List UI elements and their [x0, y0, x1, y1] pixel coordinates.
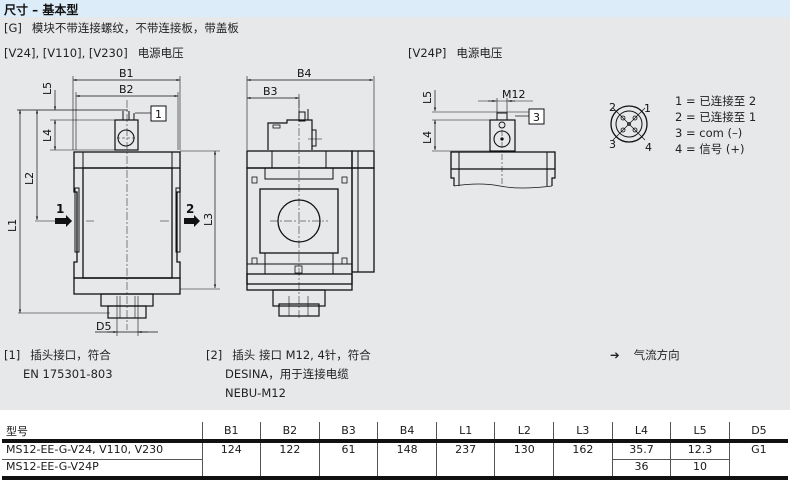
pin-legend: 1 = 已连接至 2 2 = 已连接至 1 3 = com (–) 4 = 信号… [675, 93, 756, 157]
cell-l1: 237 [435, 441, 495, 480]
cell-model: MS12-EE-G-V24P [2, 459, 202, 480]
dim-label-l3: L3 [202, 213, 215, 226]
table-row: MS12-EE-G-V24, V110, V230 124 122 61 148… [2, 441, 788, 480]
pin-legend-item: 3 = com (–) [675, 126, 743, 140]
callout-1-label: 1 [155, 108, 162, 121]
note-1-line-2: EN 175301-803 [23, 367, 113, 381]
note-1-tag: [1] [4, 348, 21, 362]
dimension-table: 型号 B1 B2 B3 B4 L1 L2 L3 L4 L5 D5 MS12-EE… [2, 422, 788, 480]
dim-label-b3: B3 [263, 85, 278, 98]
flow-arrow-in-icon [55, 215, 72, 227]
cell-l4: 35.7 [611, 441, 671, 460]
dim-label-b1: B1 [119, 67, 134, 80]
dim-label-l4: L4 [41, 129, 54, 142]
dim-label-d5: D5 [96, 320, 111, 333]
cell-d5: G1 [728, 441, 788, 480]
side-view [180, 76, 375, 320]
port-out-label: 2 [186, 202, 194, 216]
cell-b3: 61 [318, 441, 378, 480]
arrow-right-icon: ➔ [610, 348, 620, 362]
cell-b2: 122 [260, 441, 320, 480]
cell-l5: 10 [670, 459, 730, 480]
dim-label-l1: L1 [6, 219, 19, 232]
v24p-view-labels: M12 3 L5 L4 [421, 88, 540, 144]
cell-l2: 130 [494, 441, 554, 480]
side-view-labels: B4 B3 L3 [202, 67, 312, 226]
note-2-line-2: DESINA，用于连接电缆 [225, 367, 349, 381]
note-2-tag: [2] [206, 348, 223, 362]
pin-diagram [610, 105, 648, 143]
col-header-l3: L3 [553, 422, 613, 443]
col-header-l2: L2 [494, 422, 554, 443]
col-header-b2: B2 [260, 422, 320, 443]
cell-l3: 162 [553, 441, 613, 480]
cell-model: MS12-EE-G-V24, V110, V230 [2, 441, 202, 460]
flow-note-label: 气流方向 [633, 348, 680, 362]
title-bar: 尺寸 – 基本型 [0, 0, 790, 17]
front-view [17, 76, 200, 336]
variant-line: [G] 模块不带连接螺纹，不带连接板，带盖板 [4, 20, 239, 36]
dim-label-b2: B2 [119, 83, 134, 96]
left-view-desc: 电源电压 [137, 46, 184, 60]
pin-label-1: 1 [644, 102, 651, 115]
port-in-label: 1 [56, 202, 64, 216]
left-view-label: [V24], [V110], [V230] 电源电压 [4, 45, 184, 61]
pin-diagram-labels: 1 2 3 4 [609, 101, 652, 154]
col-header-l5: L5 [670, 422, 730, 443]
cell-l4: 36 [611, 459, 671, 480]
page-title: 尺寸 – 基本型 [4, 3, 79, 17]
dim-label-l2: L2 [23, 172, 36, 185]
col-header-d5: D5 [728, 422, 788, 443]
col-header-l1: L1 [435, 422, 495, 443]
pin-legend-item: 2 = 已连接至 1 [675, 110, 757, 124]
right-view-tag: [V24P] [408, 46, 447, 60]
flow-arrow-out-icon [184, 215, 200, 227]
note-1: [1] 插头接口，符合 EN 175301-803 [4, 346, 113, 384]
dimension-table-area: 型号 B1 B2 B3 B4 L1 L2 L3 L4 L5 D5 MS12-EE… [0, 410, 790, 480]
col-header-l4: L4 [611, 422, 671, 443]
pin-legend-item: 1 = 已连接至 2 [675, 94, 757, 108]
pin-label-2: 2 [609, 101, 616, 114]
table-header-row: 型号 B1 B2 B3 B4 L1 L2 L3 L4 L5 D5 [2, 422, 788, 443]
callout-3-label: 3 [533, 111, 540, 124]
dim-label-l5-v24p: L5 [421, 91, 434, 104]
v24p-view [432, 90, 556, 189]
right-view-label: [V24P] 电源电压 [408, 45, 502, 61]
col-header-model: 型号 [2, 422, 202, 443]
note-2-line-3: NEBU-M12 [225, 386, 286, 400]
note-2-line-1: 插头 接口 M12, 4针，符合 [232, 348, 371, 362]
dim-label-b4: B4 [297, 67, 312, 80]
pin-legend-item: 4 = 信号 (+) [675, 142, 745, 156]
pin-label-4: 4 [645, 141, 652, 154]
dim-label-m12: M12 [502, 88, 526, 101]
variant-desc: 模块不带连接螺纹，不带连接板，带盖板 [31, 21, 239, 35]
variant-tag: [G] [4, 21, 22, 35]
col-header-b1: B1 [201, 422, 261, 443]
front-view-labels: B1 B2 1 1 2 D5 L1 L2 L5 L4 [6, 67, 194, 333]
left-view-tag: [V24], [V110], [V230] [4, 46, 128, 60]
cell-b4: 148 [377, 441, 437, 480]
cell-b1: 124 [201, 441, 261, 480]
col-header-b3: B3 [318, 422, 378, 443]
table-row: MS12-EE-G-V24P 36 10 [2, 459, 788, 480]
dim-label-l4-v24p: L4 [421, 131, 434, 144]
technical-drawing: B1 B2 1 1 2 D5 L1 L2 L5 L4 [6, 67, 652, 336]
pin-label-3: 3 [609, 138, 616, 151]
note-2: [2] 插头 接口 M12, 4针，符合 DESINA，用于连接电缆 NEBU-M… [206, 346, 371, 403]
cell-l5: 12.3 [670, 441, 730, 460]
dim-label-l5: L5 [41, 82, 54, 95]
flow-note: ➔ 气流方向 [610, 346, 680, 365]
col-header-b4: B4 [377, 422, 437, 443]
note-1-line-1: 插头接口，符合 [30, 348, 111, 362]
right-view-desc: 电源电压 [456, 46, 503, 60]
